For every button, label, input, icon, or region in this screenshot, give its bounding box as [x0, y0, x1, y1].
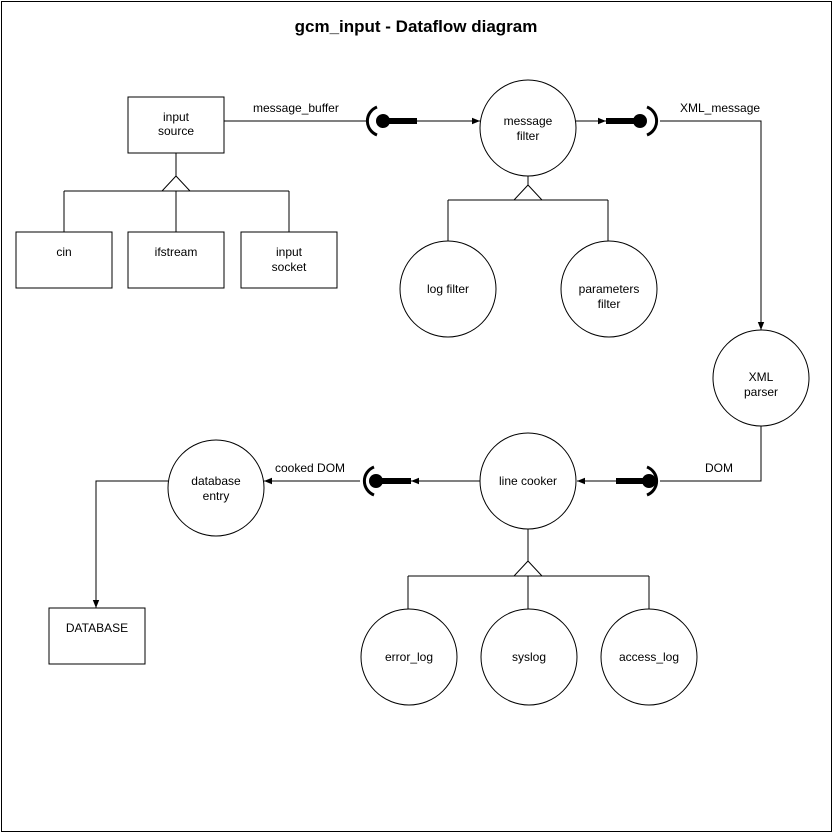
- xml-parser-label-2: parser: [744, 385, 778, 399]
- database-node: DATABASE: [48, 607, 146, 665]
- cin-label: cin: [56, 245, 71, 259]
- access-log-label: access_log: [619, 650, 679, 664]
- syslog-node: syslog: [480, 608, 578, 706]
- dom-label: DOM: [705, 461, 733, 475]
- xml-message-label: XML_message: [680, 101, 760, 115]
- message-buffer-port-icon: [365, 105, 417, 137]
- input-socket-node: input socket: [240, 231, 338, 289]
- input-socket-label-2: socket: [272, 260, 307, 274]
- message-filter-node: message filter: [479, 79, 577, 177]
- log-filter-label: log filter: [427, 282, 469, 296]
- parameters-filter-label-1: parameters: [579, 282, 640, 296]
- error-log-label: error_log: [385, 650, 433, 664]
- message-buffer-label: message_buffer: [253, 101, 339, 115]
- input-source-node: input source: [127, 96, 225, 154]
- parameters-filter-label-2: filter: [598, 297, 621, 311]
- dom-port-icon: [616, 465, 659, 497]
- message-filter-label-2: filter: [517, 129, 540, 143]
- xml-parser-label-1: XML: [749, 370, 774, 384]
- cooked-dom-port-icon: [362, 465, 411, 497]
- input-source-label-1: input: [163, 110, 190, 124]
- database-write-line: [92, 480, 168, 608]
- message-filter-label-1: message: [504, 114, 553, 128]
- database-entry-label-1: database: [191, 474, 241, 488]
- message-filter-inheritance-triangle: [512, 184, 544, 201]
- input-source-label-2: source: [158, 124, 194, 138]
- log-filter-node: log filter: [399, 240, 497, 338]
- syslog-label: syslog: [512, 650, 546, 664]
- input-socket-label-1: input: [276, 245, 303, 259]
- line-cooker-node: line cooker: [479, 432, 577, 530]
- line-cooker-label: line cooker: [499, 474, 557, 488]
- xml-message-line: [660, 120, 765, 330]
- cooked-dom-label: cooked DOM: [275, 461, 345, 475]
- ifstream-node: ifstream: [127, 231, 225, 289]
- database-label: DATABASE: [66, 621, 128, 635]
- ifstream-label: ifstream: [155, 245, 198, 259]
- parameters-filter-node: parameters filter: [560, 240, 658, 338]
- database-entry-node: database entry: [167, 439, 265, 537]
- diagram-title: gcm_input - Dataflow diagram: [295, 17, 538, 36]
- error-log-node: error_log: [360, 608, 458, 706]
- dom-line: [660, 426, 762, 482]
- line-cooker-inheritance-triangle: [512, 560, 544, 577]
- xml-message-port-icon: [606, 105, 659, 137]
- cin-node: cin: [15, 231, 113, 289]
- input-source-inheritance-triangle: [160, 175, 192, 192]
- access-log-node: access_log: [600, 608, 698, 706]
- xml-parser-node: XML parser: [712, 329, 810, 427]
- database-entry-label-2: entry: [203, 489, 230, 503]
